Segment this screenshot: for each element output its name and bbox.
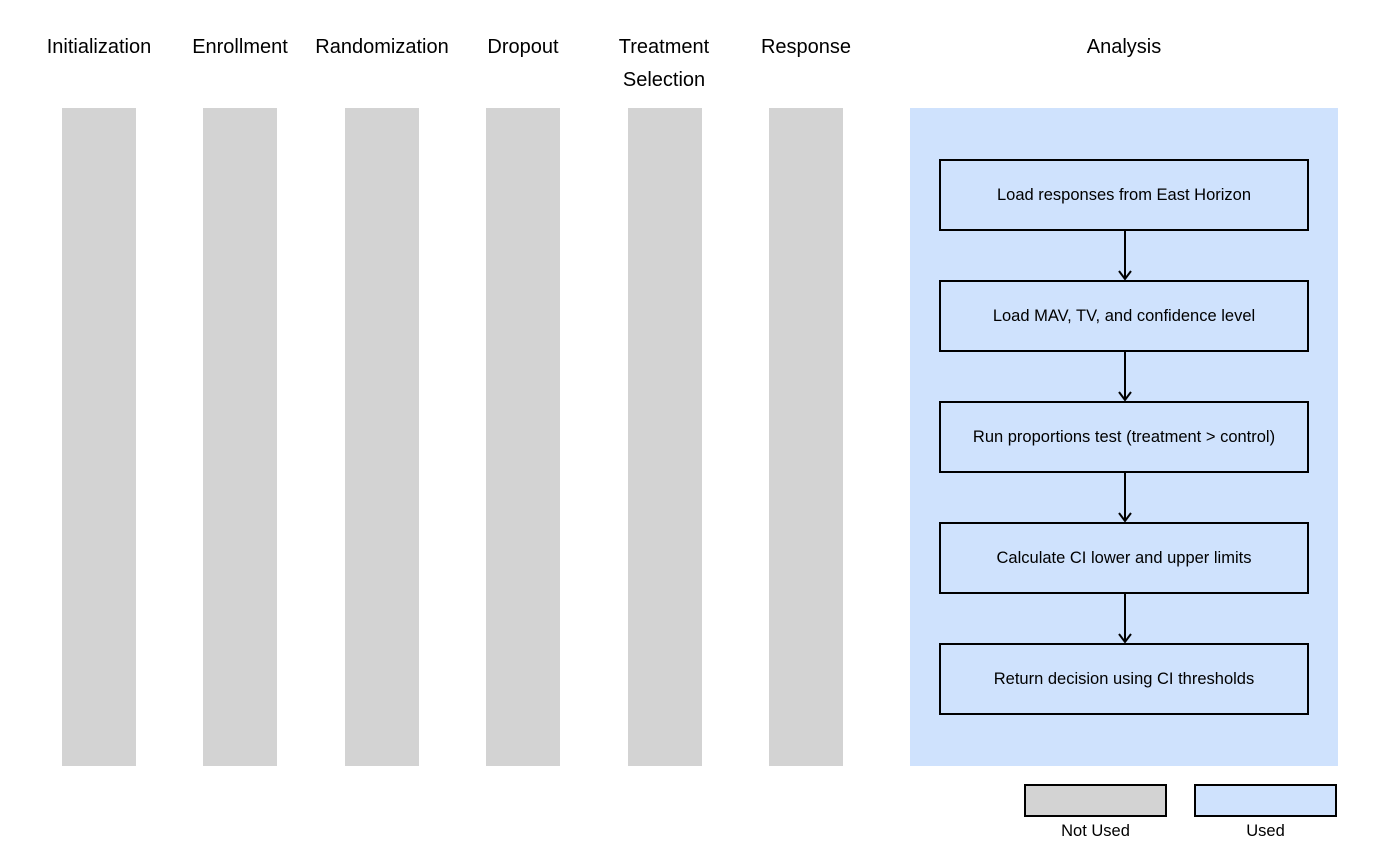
- column-header-initialization: Initialization: [46, 36, 152, 58]
- legend-not-used-swatch: [1024, 784, 1167, 817]
- arrow-step4-to-step5: [1118, 594, 1132, 644]
- column-header-analysis: Analysis: [1086, 36, 1162, 58]
- step-run-proportions-test: Run proportions test (treatment > contro…: [939, 401, 1309, 473]
- column-header-treatment-selection: Treatment Selection: [618, 36, 710, 91]
- lane-randomization: [345, 108, 419, 766]
- lane-initialization: [62, 108, 136, 766]
- step-calculate-ci: Calculate CI lower and upper limits: [939, 522, 1309, 594]
- arrow-step2-to-step3: [1118, 352, 1132, 402]
- lane-treatment-selection: [628, 108, 702, 766]
- legend-not-used-label: Not Used: [1061, 822, 1130, 840]
- step-return-decision: Return decision using CI thresholds: [939, 643, 1309, 715]
- column-header-randomization: Randomization: [315, 36, 449, 58]
- lane-dropout: [486, 108, 560, 766]
- step-load-responses: Load responses from East Horizon: [939, 159, 1309, 231]
- arrow-step3-to-step4: [1118, 473, 1132, 523]
- step-load-mav-tv: Load MAV, TV, and confidence level: [939, 280, 1309, 352]
- lane-response: [769, 108, 843, 766]
- lane-enrollment: [203, 108, 277, 766]
- column-header-response: Response: [760, 36, 852, 58]
- legend-used-label: Used: [1246, 822, 1285, 840]
- column-header-dropout: Dropout: [487, 36, 559, 58]
- arrow-step1-to-step2: [1118, 231, 1132, 281]
- column-header-enrollment: Enrollment: [192, 36, 288, 58]
- legend-used-swatch: [1194, 784, 1337, 817]
